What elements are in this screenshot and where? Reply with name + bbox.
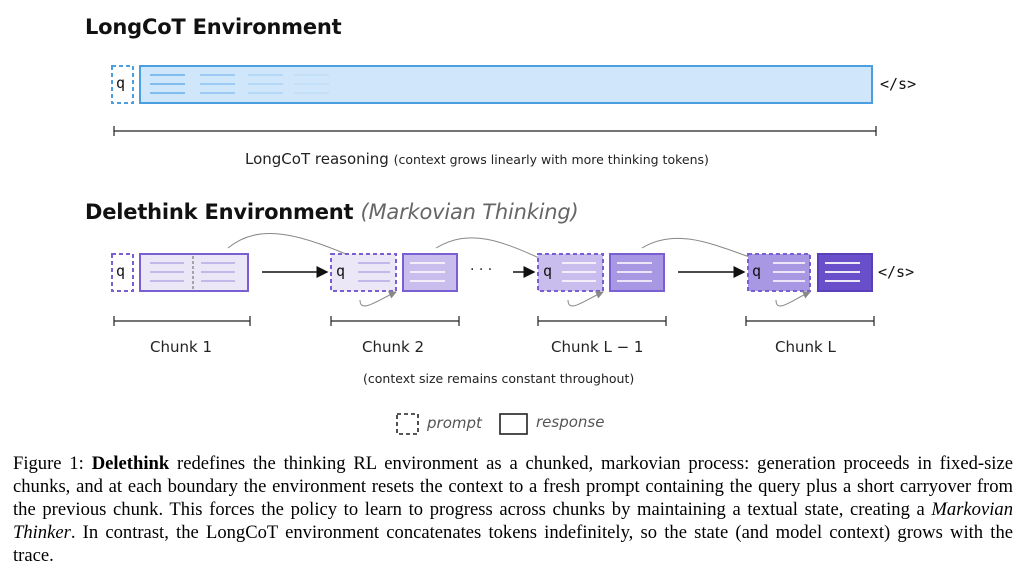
caption-italic-term: Markovian Thinker bbox=[13, 499, 1013, 543]
chunkL-label: Chunk L bbox=[775, 338, 836, 356]
delethink-end-token: </s> bbox=[878, 263, 915, 281]
longcot-range-label: LongCoT reasoning (context grows linearl… bbox=[245, 150, 709, 168]
longcot-range-title: LongCoT reasoning bbox=[245, 150, 389, 168]
legend-response-swatch bbox=[499, 413, 528, 435]
legend-response-label: response bbox=[536, 413, 605, 431]
longcot-range-bar bbox=[113, 126, 877, 136]
longcot-range-note: (context grows linearly with more thinki… bbox=[393, 152, 709, 167]
carryover-arrow-4 bbox=[775, 291, 811, 307]
longcot-query-token: q bbox=[116, 74, 126, 92]
carryover-arrow-2 bbox=[359, 291, 397, 307]
longcot-end-token: </s> bbox=[880, 75, 917, 93]
chunk2-label: Chunk 2 bbox=[362, 338, 424, 356]
chunkL-query-token: q bbox=[752, 262, 762, 280]
longcot-title: LongCoT Environment bbox=[85, 15, 342, 39]
chunkL1-prompt-box bbox=[537, 253, 604, 292]
legend-prompt-swatch bbox=[396, 413, 419, 435]
chunk2-response-box bbox=[402, 253, 458, 292]
delethink-subtitle: (Markovian Thinking) bbox=[360, 200, 579, 224]
chunkL1-response-box bbox=[609, 253, 665, 292]
caption-bold-term: Delethink bbox=[91, 453, 170, 474]
figure-caption: Figure 1: Delethink redefines the thinki… bbox=[13, 452, 1013, 567]
caption-text-1: redefines the thinking RL environment as… bbox=[13, 453, 1013, 520]
delethink-note: (context size remains constant throughou… bbox=[363, 371, 635, 386]
legend-prompt-label: prompt bbox=[427, 414, 482, 432]
caption-text-2: . In contrast, the LongCoT environment c… bbox=[13, 522, 1013, 566]
chunk1-query-token: q bbox=[116, 262, 126, 280]
chunk-range-bars bbox=[113, 316, 875, 326]
delethink-title: Delethink Environment (Markovian Thinkin… bbox=[85, 200, 579, 224]
longcot-context-bar bbox=[139, 65, 873, 104]
carryover-arrow-3 bbox=[567, 291, 604, 307]
chunk2-prompt-box bbox=[330, 253, 397, 292]
carryover-curve-2 bbox=[435, 237, 549, 263]
chunk1-response-box bbox=[139, 253, 249, 292]
chunk1-label: Chunk 1 bbox=[150, 338, 212, 356]
chunk-ellipsis: · · · bbox=[470, 262, 493, 278]
chunkL-response-box bbox=[817, 253, 873, 292]
chunk1-prompt-box bbox=[111, 253, 134, 292]
chunkL1-label: Chunk L − 1 bbox=[551, 338, 644, 356]
chunk2-query-token: q bbox=[336, 262, 346, 280]
delethink-title-main: Delethink Environment bbox=[85, 200, 354, 224]
caption-figure-label: Figure 1: bbox=[13, 453, 84, 474]
longcot-query-box bbox=[111, 65, 134, 104]
carryover-curve-1 bbox=[227, 232, 361, 261]
chunkL1-query-token: q bbox=[543, 262, 553, 280]
chunkL-prompt-box bbox=[747, 253, 811, 292]
